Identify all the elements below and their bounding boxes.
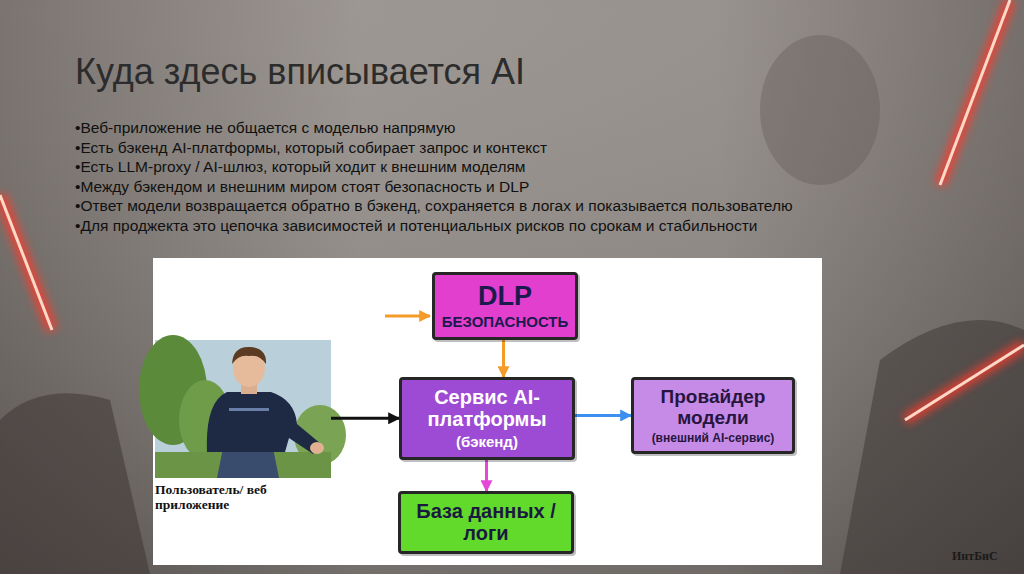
node-heading: Пользователь/ веб приложение xyxy=(155,482,273,512)
bullet-item: •Есть бэкенд AI-платформы, который собир… xyxy=(75,139,547,158)
silhouette xyxy=(840,320,1024,574)
node-heading: Сервис AI-платформы xyxy=(408,386,566,431)
lightsaber-glow xyxy=(940,0,1010,185)
photo-jeans xyxy=(217,448,279,478)
security-box: DLP БЕЗОПАСНОСТЬ xyxy=(432,272,578,340)
flow-arrow xyxy=(575,414,631,417)
lightsaber xyxy=(0,195,52,330)
slide-title: Куда здесь вписывается AI xyxy=(75,52,525,92)
flow-arrow xyxy=(485,460,488,491)
lightsaber xyxy=(905,345,1024,420)
silhouette xyxy=(760,35,880,185)
user-photo xyxy=(139,335,346,478)
node-subtext: (бэкенд) xyxy=(408,434,566,451)
bullet-item: •Веб-приложение не общается с моделью на… xyxy=(75,119,455,138)
incoming-arrow xyxy=(385,315,430,318)
lightsaber-glow xyxy=(905,345,1024,420)
node-subtext: БЕЗОПАСНОСТЬ xyxy=(441,314,569,331)
user-figure: Пользователь/ веб приложение xyxy=(155,340,331,512)
photo-hoodie xyxy=(207,392,321,454)
node-subtext: (внешний AI-сервис) xyxy=(640,432,786,445)
photo-hoodie-print xyxy=(229,408,269,411)
provider-box: Провайдер модели (внешний AI-сервис) xyxy=(631,377,795,454)
silhouette xyxy=(0,393,150,574)
node-heading: Провайдер модели xyxy=(640,386,786,429)
lightsaber xyxy=(940,0,1010,185)
node-heading: DLP xyxy=(441,281,569,311)
flow-arrow xyxy=(331,417,399,420)
bullet-item: •Ответ модели возвращается обратно в бэк… xyxy=(75,197,793,216)
bullet-item: •Для проджекта это цепочка зависимостей … xyxy=(75,217,757,236)
photo-hand xyxy=(310,442,324,454)
lightsaber-glow xyxy=(0,195,52,330)
flow-arrow xyxy=(502,340,505,377)
backend-box: Сервис AI-платформы (бэкенд) xyxy=(399,377,575,460)
photo-hair xyxy=(232,347,266,364)
diagram-panel xyxy=(153,258,822,565)
watermark: ИнтБиС xyxy=(952,549,998,563)
node-heading: База данных / логи xyxy=(407,500,565,545)
bullet-item: •Между бэкендом и внешним миром стоят бе… xyxy=(75,178,529,197)
bullet-item: •Есть LLM-proxy / AI-шлюз, который ходит… xyxy=(75,158,526,177)
database-box: База данных / логи xyxy=(398,491,574,554)
